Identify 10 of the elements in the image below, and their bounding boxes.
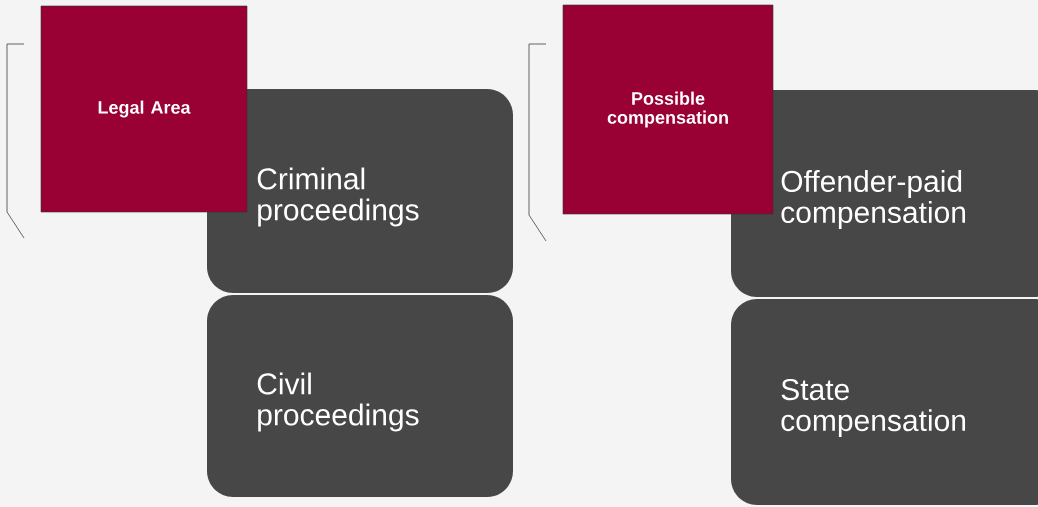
node-label: State compensation bbox=[781, 378, 966, 438]
category-box: Criminal proceedings bbox=[207, 89, 513, 293]
category-box: State compensation bbox=[731, 299, 1038, 505]
node-label: Offender-paid compensation bbox=[781, 170, 966, 229]
category-box: Offender-paid compensation bbox=[731, 90, 1038, 297]
heading-box: Legal Area bbox=[40, 5, 248, 213]
node-label: Criminal proceedings bbox=[257, 167, 419, 227]
category-box: Civil proceedings bbox=[207, 295, 513, 497]
node-label: Civil proceedings bbox=[257, 372, 419, 432]
heading-box: Possible compensation bbox=[562, 4, 774, 215]
